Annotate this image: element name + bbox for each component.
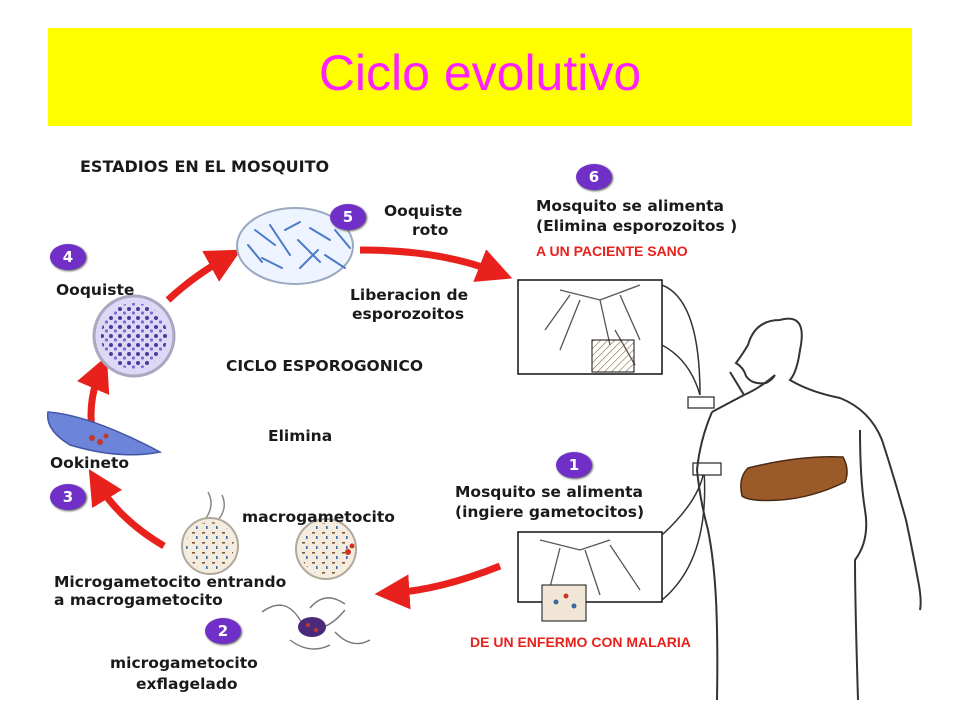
ookinete-label: Ookineto [50, 454, 130, 472]
header-mosquito-stages: ESTADIOS EN EL MOSQUITO [80, 157, 330, 176]
stage-badge-3: 3 [50, 484, 86, 510]
arrow-1-to-2 [374, 562, 502, 610]
stage-5-line2: roto [412, 221, 449, 239]
mosquito-bite-panel-bottom [517, 531, 663, 622]
title-bar: Ciclo evolutivo [48, 28, 912, 126]
arrow-4-to-5 [165, 249, 242, 303]
elimina-label: Elimina [268, 427, 333, 445]
microgametocyte-entering-line1: Microgametocito entrando [54, 573, 287, 591]
ookinete-illustration [46, 411, 163, 456]
stage-4-label: Ooquiste [56, 281, 135, 299]
arrow-5-to-6 [359, 246, 513, 282]
oocyst-illustration [92, 294, 176, 378]
arrow-3-to-ookineto [88, 469, 166, 550]
stage-6-line2: (Elimina esporozoitos ) [536, 217, 738, 235]
stage-5-line1: Ooquiste [384, 202, 463, 220]
microgametocyte-entering-illustration [181, 491, 239, 575]
liberacion-line2: esporozoitos [352, 305, 465, 323]
page-title: Ciclo evolutivo [318, 45, 642, 101]
mosquito-bite-panel-top [517, 279, 663, 375]
liver-illustration [740, 456, 848, 502]
stage-badge-6: 6 [576, 164, 612, 190]
cycle-center-label: CICLO ESPOROGONICO [226, 357, 424, 375]
stage-2-line2: exflagelado [136, 675, 238, 693]
macrogametocyte-label: macrogametocito [242, 508, 395, 526]
stage-1-line1: Mosquito se alimenta [455, 483, 643, 501]
stage-badge-2: 2 [205, 618, 241, 644]
microgametocyte-entering-line2: a macrogametocito [54, 591, 223, 609]
stage-badge-1: 1 [556, 452, 592, 478]
stage-1-line2: (ingiere gametocitos) [455, 503, 645, 521]
exflagellated-microgametocyte-illustration [261, 597, 371, 650]
liberacion-line1: Liberacion de [350, 286, 469, 304]
macrogametocyte-illustration [295, 518, 357, 580]
malaria-patient-note: DE UN ENFERMO CON MALARIA [470, 634, 691, 650]
ruptured-oocyst-illustration [236, 207, 354, 285]
stage-badge-5: 5 [330, 204, 366, 230]
human-silhouette [695, 317, 922, 701]
stage-badge-4: 4 [50, 244, 86, 270]
stage-6-line1: Mosquito se alimenta [536, 197, 724, 215]
healthy-patient-note: A UN PACIENTE SANO [536, 243, 688, 259]
stage-2-line1: microgametocito [110, 654, 258, 672]
